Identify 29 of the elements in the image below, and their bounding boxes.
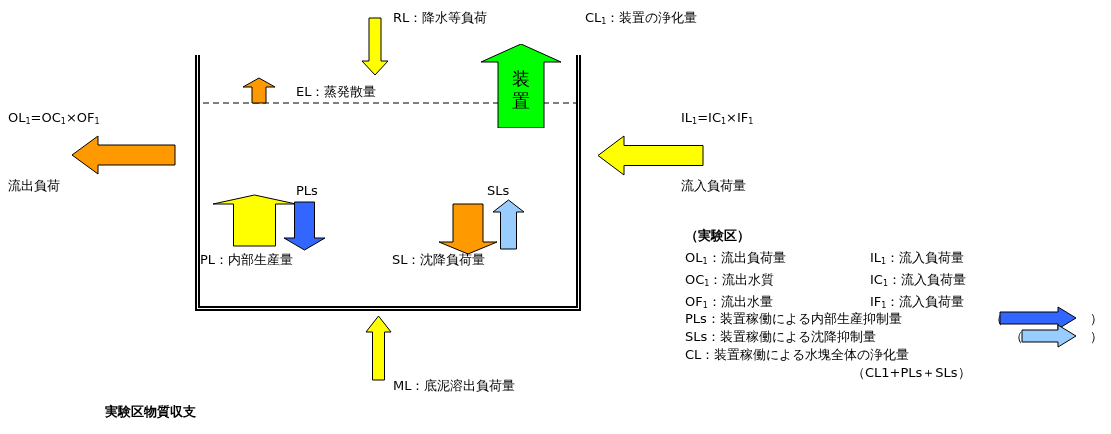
legend-heading: （実験区） <box>685 228 750 244</box>
flow-label: 流入負荷量 <box>681 178 746 194</box>
flow-label: PLs <box>296 183 318 199</box>
legend-text: （CL1+PLs＋SLs） <box>852 365 971 381</box>
legend-text: IL$_{1}$：流入負荷量 <box>870 250 965 266</box>
flow-label: EL：蒸発散量 <box>296 84 377 100</box>
arrow-label: 装置 <box>512 68 530 112</box>
flow-label: RL：降水等負荷 <box>393 10 488 26</box>
legend-text: OF$_{1}$：流出水量 <box>685 294 773 310</box>
flow-label: PL：内部生産量 <box>200 252 294 268</box>
device-arrow <box>481 44 561 128</box>
flow-label: ML：底泥溶出負荷量 <box>393 378 516 394</box>
caption: 実験区物質収支 <box>105 404 196 420</box>
legend-text: IF$_{1}$：流入負荷量 <box>870 294 965 310</box>
formula: IL$_{1}$=IC$_{1}$×IF$_{1}$ <box>681 110 754 126</box>
flow-label: SL：沈降負荷量 <box>392 252 486 268</box>
bracket-text: ） <box>1090 329 1103 345</box>
legend-text: CL：装置稼働による水塊全体の浄化量 <box>685 347 910 363</box>
flow-label: SLs <box>487 183 510 199</box>
legend-text: IC$_{1}$：流入負荷量 <box>870 272 966 288</box>
flow-label: CL$_{1}$：装置の浄化量 <box>585 10 698 26</box>
legend-text: PLs：装置稼働による内部生産抑制量 <box>685 311 902 327</box>
flow-label: 流出負荷 <box>8 178 60 194</box>
legend-text: SLs：装置稼働による沈降抑制量 <box>685 329 877 345</box>
legend-text: OL$_{1}$：流出負荷量 <box>685 250 786 266</box>
legend-text: OC$_{1}$：流出水質 <box>685 272 775 288</box>
formula: OL$_{1}$=OC$_{1}$×OF$_{1}$ <box>8 110 100 126</box>
bracket-text: （ <box>1010 329 1023 345</box>
bracket-text: ） <box>1090 311 1103 327</box>
